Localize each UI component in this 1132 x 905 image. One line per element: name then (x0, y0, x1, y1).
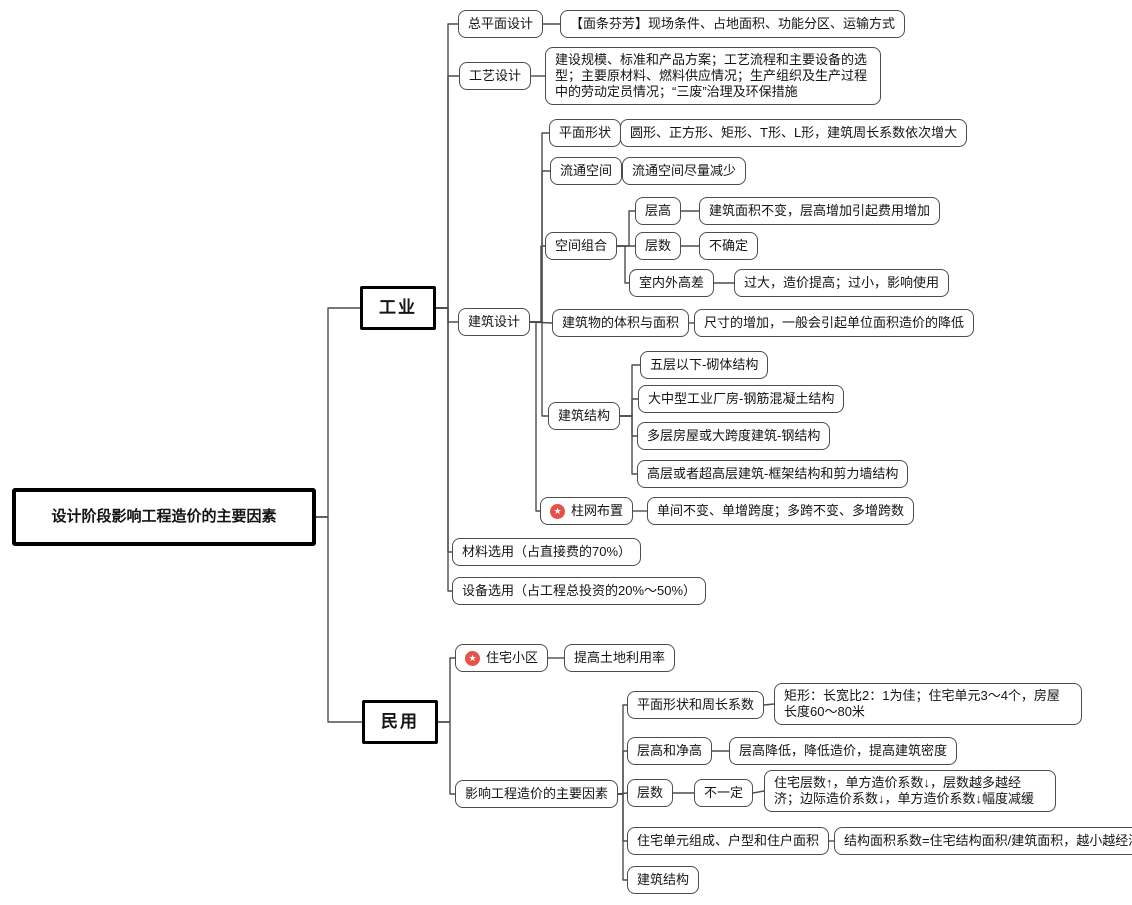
node-site-plan[interactable]: 总平面设计 (458, 10, 544, 38)
note-storey-height[interactable]: 建筑面积不变，层高增加引起费用增加 (699, 197, 941, 225)
node-cost-factors[interactable]: 影响工程造价的主要因素 (455, 780, 619, 808)
node-volume-area[interactable]: 建筑物的体积与面积 (552, 309, 690, 337)
star-badge-icon: ★ (465, 650, 480, 666)
node-floor-count-uncertain[interactable]: 不一定 (694, 779, 754, 807)
star-badge-icon: ★ (550, 503, 565, 519)
node-column-grid[interactable]: ★ 柱网布置 (540, 497, 634, 525)
node-label: 住宅小区 (486, 650, 539, 665)
note-circulation-space[interactable]: 流通空间尽量减少 (622, 157, 747, 185)
note-unit-composition[interactable]: 结构面积系数=住宅结构面积/建筑面积，越小越经济 (834, 827, 1132, 855)
node-plane-shape[interactable]: 平面形状 (549, 119, 622, 147)
note-plane-shape-perimeter[interactable]: 矩形：长宽比2：1为佳；住宅单元3～4个，房屋长度60～80米 (774, 683, 1082, 725)
node-structure-steel[interactable]: 多层房屋或大跨度建筑-钢结构 (637, 422, 831, 450)
node-arch-design[interactable]: 建筑设计 (458, 308, 531, 336)
note-storey-number[interactable]: 不确定 (699, 232, 759, 260)
branch-industrial[interactable]: 工业 (360, 286, 436, 330)
node-residential-area[interactable]: ★ 住宅小区 (455, 644, 549, 672)
node-building-structure[interactable]: 建筑结构 (548, 402, 621, 430)
node-structure-reinforced-concrete[interactable]: 大中型工业厂房-钢筋混凝土结构 (638, 385, 845, 413)
node-equipment-selection[interactable]: 设备选用（占工程总投资的20%～50%） (452, 577, 707, 605)
node-plane-shape-perimeter[interactable]: 平面形状和周长系数 (627, 691, 765, 719)
note-column-grid[interactable]: 单间不变、单增跨度；多跨不变、多增跨数 (647, 497, 915, 525)
note-residential-area[interactable]: 提高土地利用率 (564, 644, 676, 672)
note-floor-count[interactable]: 住宅层数↑，单方造价系数↓，层数越多越经济；边际造价系数↓，单方造价系数↓幅度减… (764, 770, 1056, 812)
note-volume-area[interactable]: 尺寸的增加，一般会引起单位面积造价的降低 (694, 309, 975, 337)
node-structure-masonry[interactable]: 五层以下-砌体结构 (640, 351, 769, 379)
node-process-design[interactable]: 工艺设计 (459, 62, 532, 90)
node-unit-composition[interactable]: 住宅单元组成、户型和住户面积 (627, 827, 830, 855)
node-storey-number[interactable]: 层数 (635, 232, 682, 260)
node-label: 柱网布置 (571, 503, 624, 518)
node-storey-clear-height[interactable]: 层高和净高 (627, 737, 713, 765)
note-plane-shape[interactable]: 圆形、正方形、矩形、T形、L形，建筑周长系数依次增大 (620, 119, 968, 147)
note-storey-clear-height[interactable]: 层高降低，降低造价，提高建筑密度 (729, 737, 958, 765)
node-indoor-outdoor-height-diff[interactable]: 室内外高差 (629, 269, 715, 297)
node-floor-count[interactable]: 层数 (627, 779, 674, 807)
node-space-combination[interactable]: 空间组合 (545, 232, 618, 260)
node-structure-frame-shearwall[interactable]: 高层或者超高层建筑-框架结构和剪力墙结构 (637, 460, 909, 488)
node-material-selection[interactable]: 材料选用（占直接费的70%） (452, 538, 642, 566)
node-storey-height[interactable]: 层高 (635, 197, 682, 225)
note-site-plan[interactable]: 【面条芬芳】现场条件、占地面积、功能分区、运输方式 (560, 10, 906, 38)
node-circulation-space[interactable]: 流通空间 (550, 157, 623, 185)
branch-civil[interactable]: 民用 (362, 700, 438, 744)
root-node[interactable]: 设计阶段影响工程造价的主要因素 (12, 488, 316, 546)
note-indoor-outdoor-height-diff[interactable]: 过大，造价提高；过小，影响使用 (734, 269, 950, 297)
note-process-design[interactable]: 建设规模、标准和产品方案；工艺流程和主要设备的选型；主要原材料、燃料供应情况；生… (545, 47, 881, 105)
node-civil-building-structure[interactable]: 建筑结构 (627, 866, 700, 894)
